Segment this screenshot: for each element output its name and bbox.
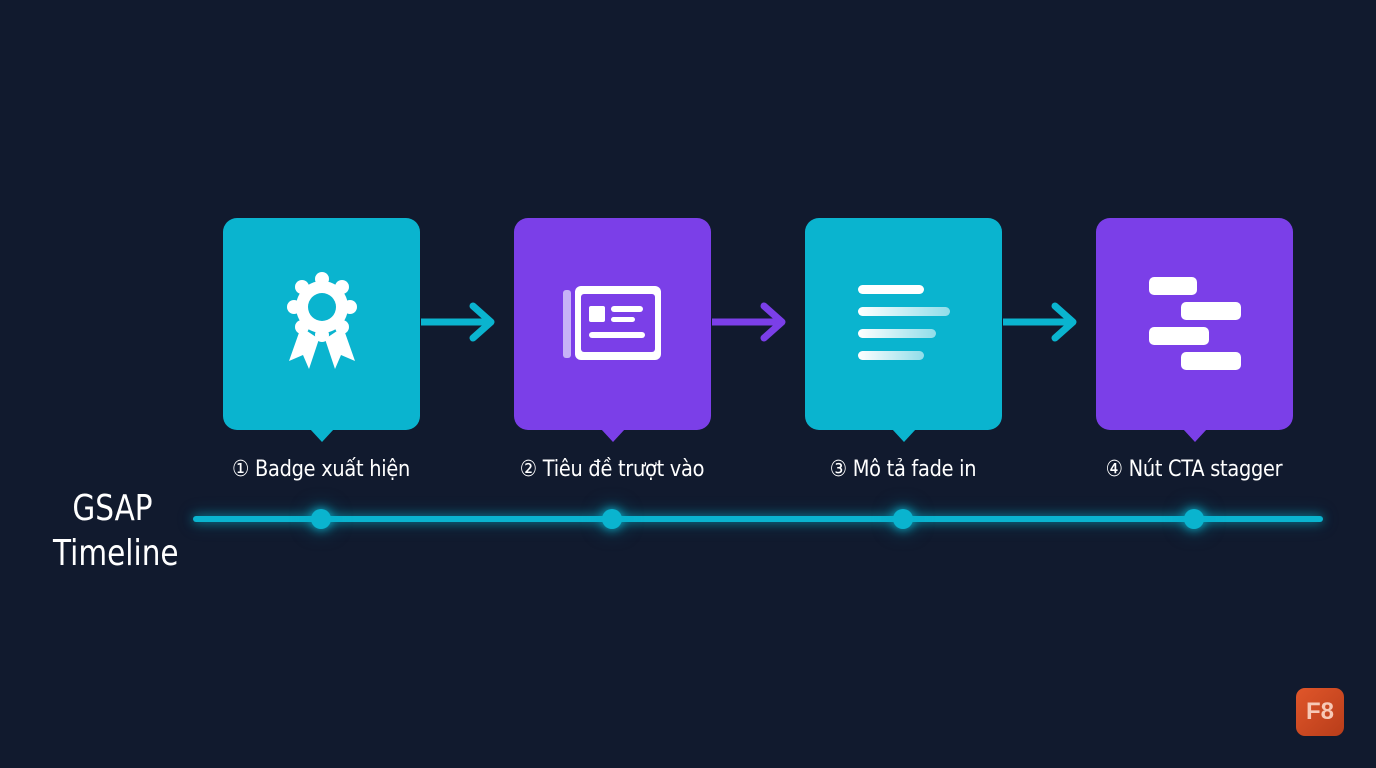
step-card-description — [805, 218, 1002, 442]
step-label-badge: ① Badge xuất hiện — [232, 457, 410, 482]
timeline-marker-cta — [1184, 509, 1204, 529]
step-label-description: ③ Mô tả fade in — [829, 457, 977, 482]
text-lines-icon — [857, 285, 950, 360]
timeline-title: GSAP Timeline — [53, 486, 179, 576]
arrow-right-icon — [1003, 302, 1077, 342]
timeline-title-line1: GSAP — [72, 488, 153, 529]
step-card-badge — [223, 218, 420, 442]
step-label-cta: ④ Nút CTA stagger — [1105, 457, 1283, 482]
arrow-right-icon — [712, 302, 786, 342]
f8-logo: F8 — [1296, 688, 1344, 736]
badge-ribbon-icon — [286, 272, 357, 369]
step-label-title: ② Tiêu đề trượt vào — [519, 457, 705, 482]
card-title-icon — [562, 286, 661, 360]
timeline-marker-title — [602, 509, 622, 529]
staggered-buttons-icon — [1148, 277, 1241, 370]
timeline-title-line2: Timeline — [53, 533, 179, 574]
timeline-marker-badge — [311, 509, 331, 529]
step-card-title — [514, 218, 711, 442]
timeline-track — [193, 516, 1323, 522]
timeline-marker-description — [893, 509, 913, 529]
arrow-right-icon — [421, 302, 495, 342]
step-card-cta — [1096, 218, 1293, 442]
